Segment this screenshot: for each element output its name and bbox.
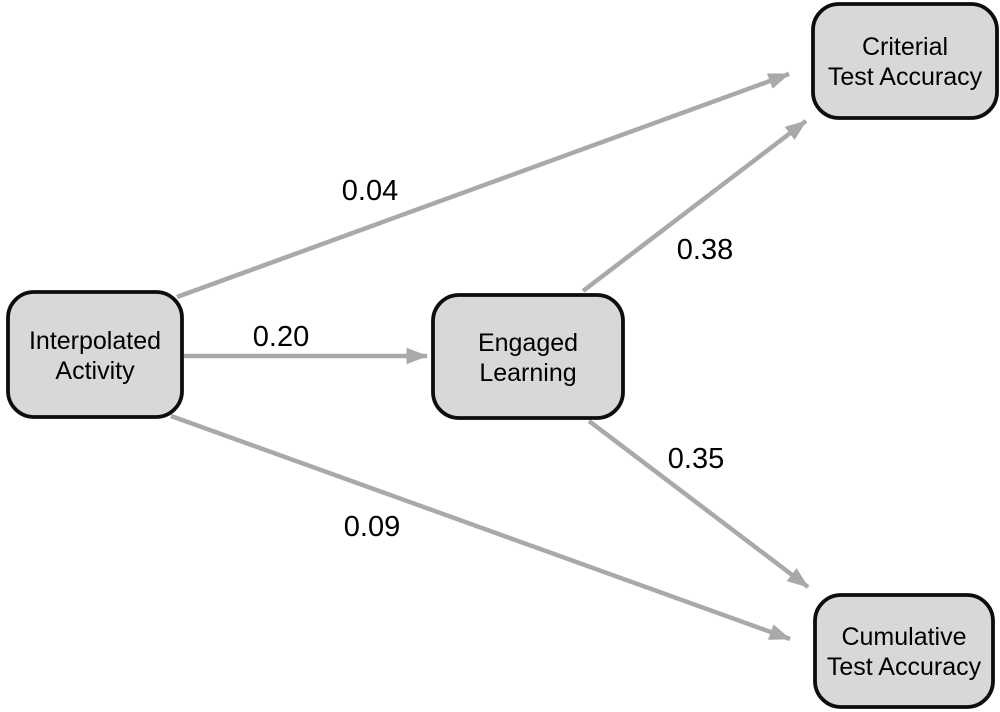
- node-label-line2: Test Accuracy: [828, 63, 983, 91]
- node-box: [813, 593, 995, 709]
- edge-line: [170, 413, 792, 642]
- node-engaged-learning: Engaged Learning: [431, 293, 625, 420]
- node-box: [811, 2, 999, 120]
- node-label-line2: Learning: [479, 359, 576, 387]
- edge-weight-interpolated-cumulative: 0.09: [344, 511, 400, 543]
- node-box: [431, 293, 625, 420]
- edge-weight-engaged-criterial: 0.38: [677, 234, 733, 266]
- edge-weight-interpolated-criterial: 0.04: [342, 175, 398, 207]
- edge-engaged-to-criterial: [581, 119, 808, 293]
- edge-weight-engaged-cumulative: 0.35: [668, 443, 724, 475]
- edge-weight-interpolated-engaged: 0.20: [253, 321, 309, 353]
- node-cumulative-test-accuracy: Cumulative Test Accuracy: [813, 593, 995, 709]
- node-label-line1: Criterial: [862, 33, 948, 61]
- node-box: [6, 290, 184, 419]
- edge-line: [581, 119, 808, 293]
- edge-line: [587, 419, 810, 589]
- edge-interpolated-to-criterial: [176, 71, 791, 300]
- node-label-line2: Test Accuracy: [827, 653, 982, 681]
- node-criterial-test-accuracy: Criterial Test Accuracy: [811, 2, 999, 120]
- node-label-line1: Interpolated: [29, 327, 161, 355]
- node-label-line1: Cumulative: [841, 623, 966, 651]
- edge-engaged-to-cumulative: [587, 419, 810, 589]
- node-label-line2: Activity: [55, 357, 135, 385]
- edge-interpolated-to-cumulative: [170, 413, 792, 642]
- node-interpolated-activity: Interpolated Activity: [6, 290, 184, 419]
- edge-line: [176, 71, 791, 300]
- node-label-line1: Engaged: [478, 329, 578, 357]
